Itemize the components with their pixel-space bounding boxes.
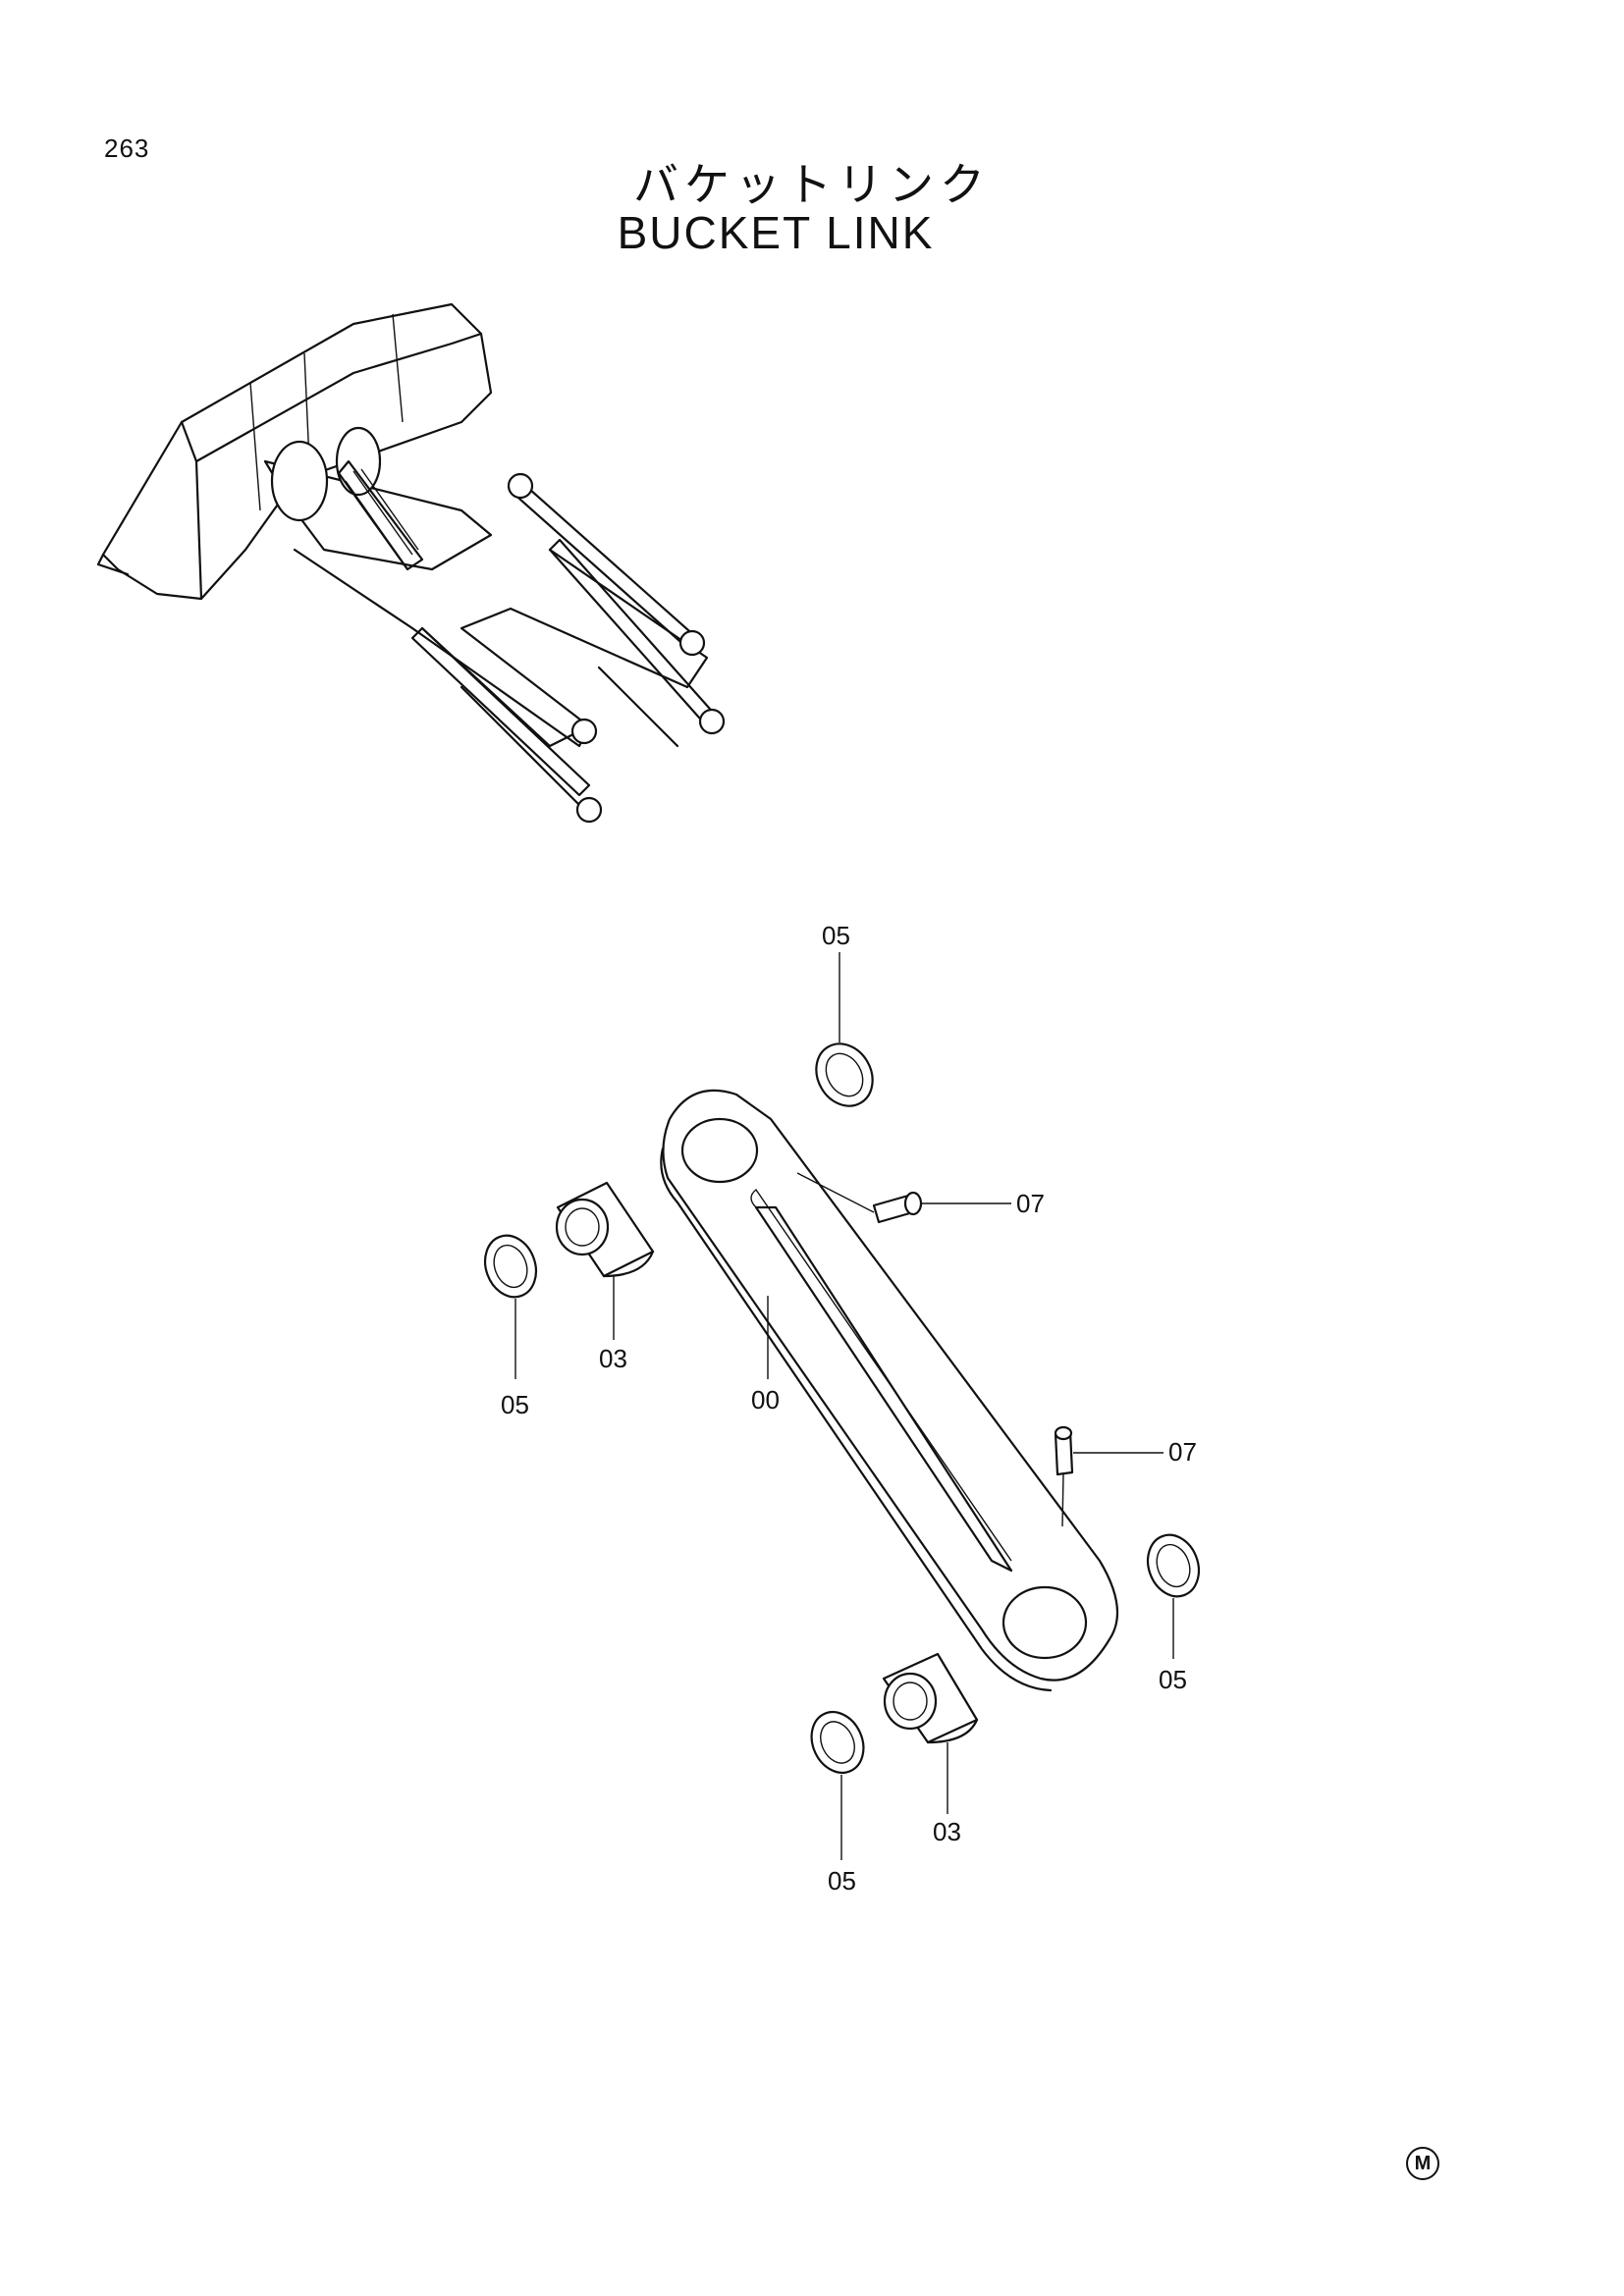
bushing-upper	[555, 1181, 655, 1278]
bushing-lower	[882, 1652, 979, 1744]
callout-05-bottom: 05	[828, 1866, 856, 1896]
seal-ring-left	[483, 1234, 538, 1299]
callout-07-upper: 07	[1016, 1189, 1045, 1218]
callout-05-left: 05	[501, 1390, 529, 1419]
callout-07-lower: 07	[1168, 1437, 1197, 1467]
callout-03-lower: 03	[933, 1817, 961, 1846]
seal-ring-top	[815, 1042, 874, 1107]
callout-00-link: 00	[751, 1385, 780, 1415]
grease-fitting-lower	[1054, 1425, 1074, 1527]
bucket-link-part	[660, 1089, 1119, 1692]
leader-lines	[514, 952, 1174, 1860]
seal-ring-right	[1146, 1533, 1201, 1598]
callout-labels: 05 07 05 03 00 07 05 03 05	[501, 921, 1197, 1896]
callout-05-top: 05	[822, 921, 850, 950]
manufacturer-mark: M	[1406, 2147, 1439, 2180]
title-japanese: バケットリンク	[633, 158, 991, 211]
callout-03-upper: 03	[599, 1344, 627, 1373]
seal-ring-bottom	[810, 1711, 865, 1774]
page-number: 263	[104, 133, 150, 163]
title-english: BUCKET LINK	[617, 207, 935, 258]
loader-overview-illustration	[96, 302, 726, 824]
callout-05-right: 05	[1159, 1665, 1187, 1694]
